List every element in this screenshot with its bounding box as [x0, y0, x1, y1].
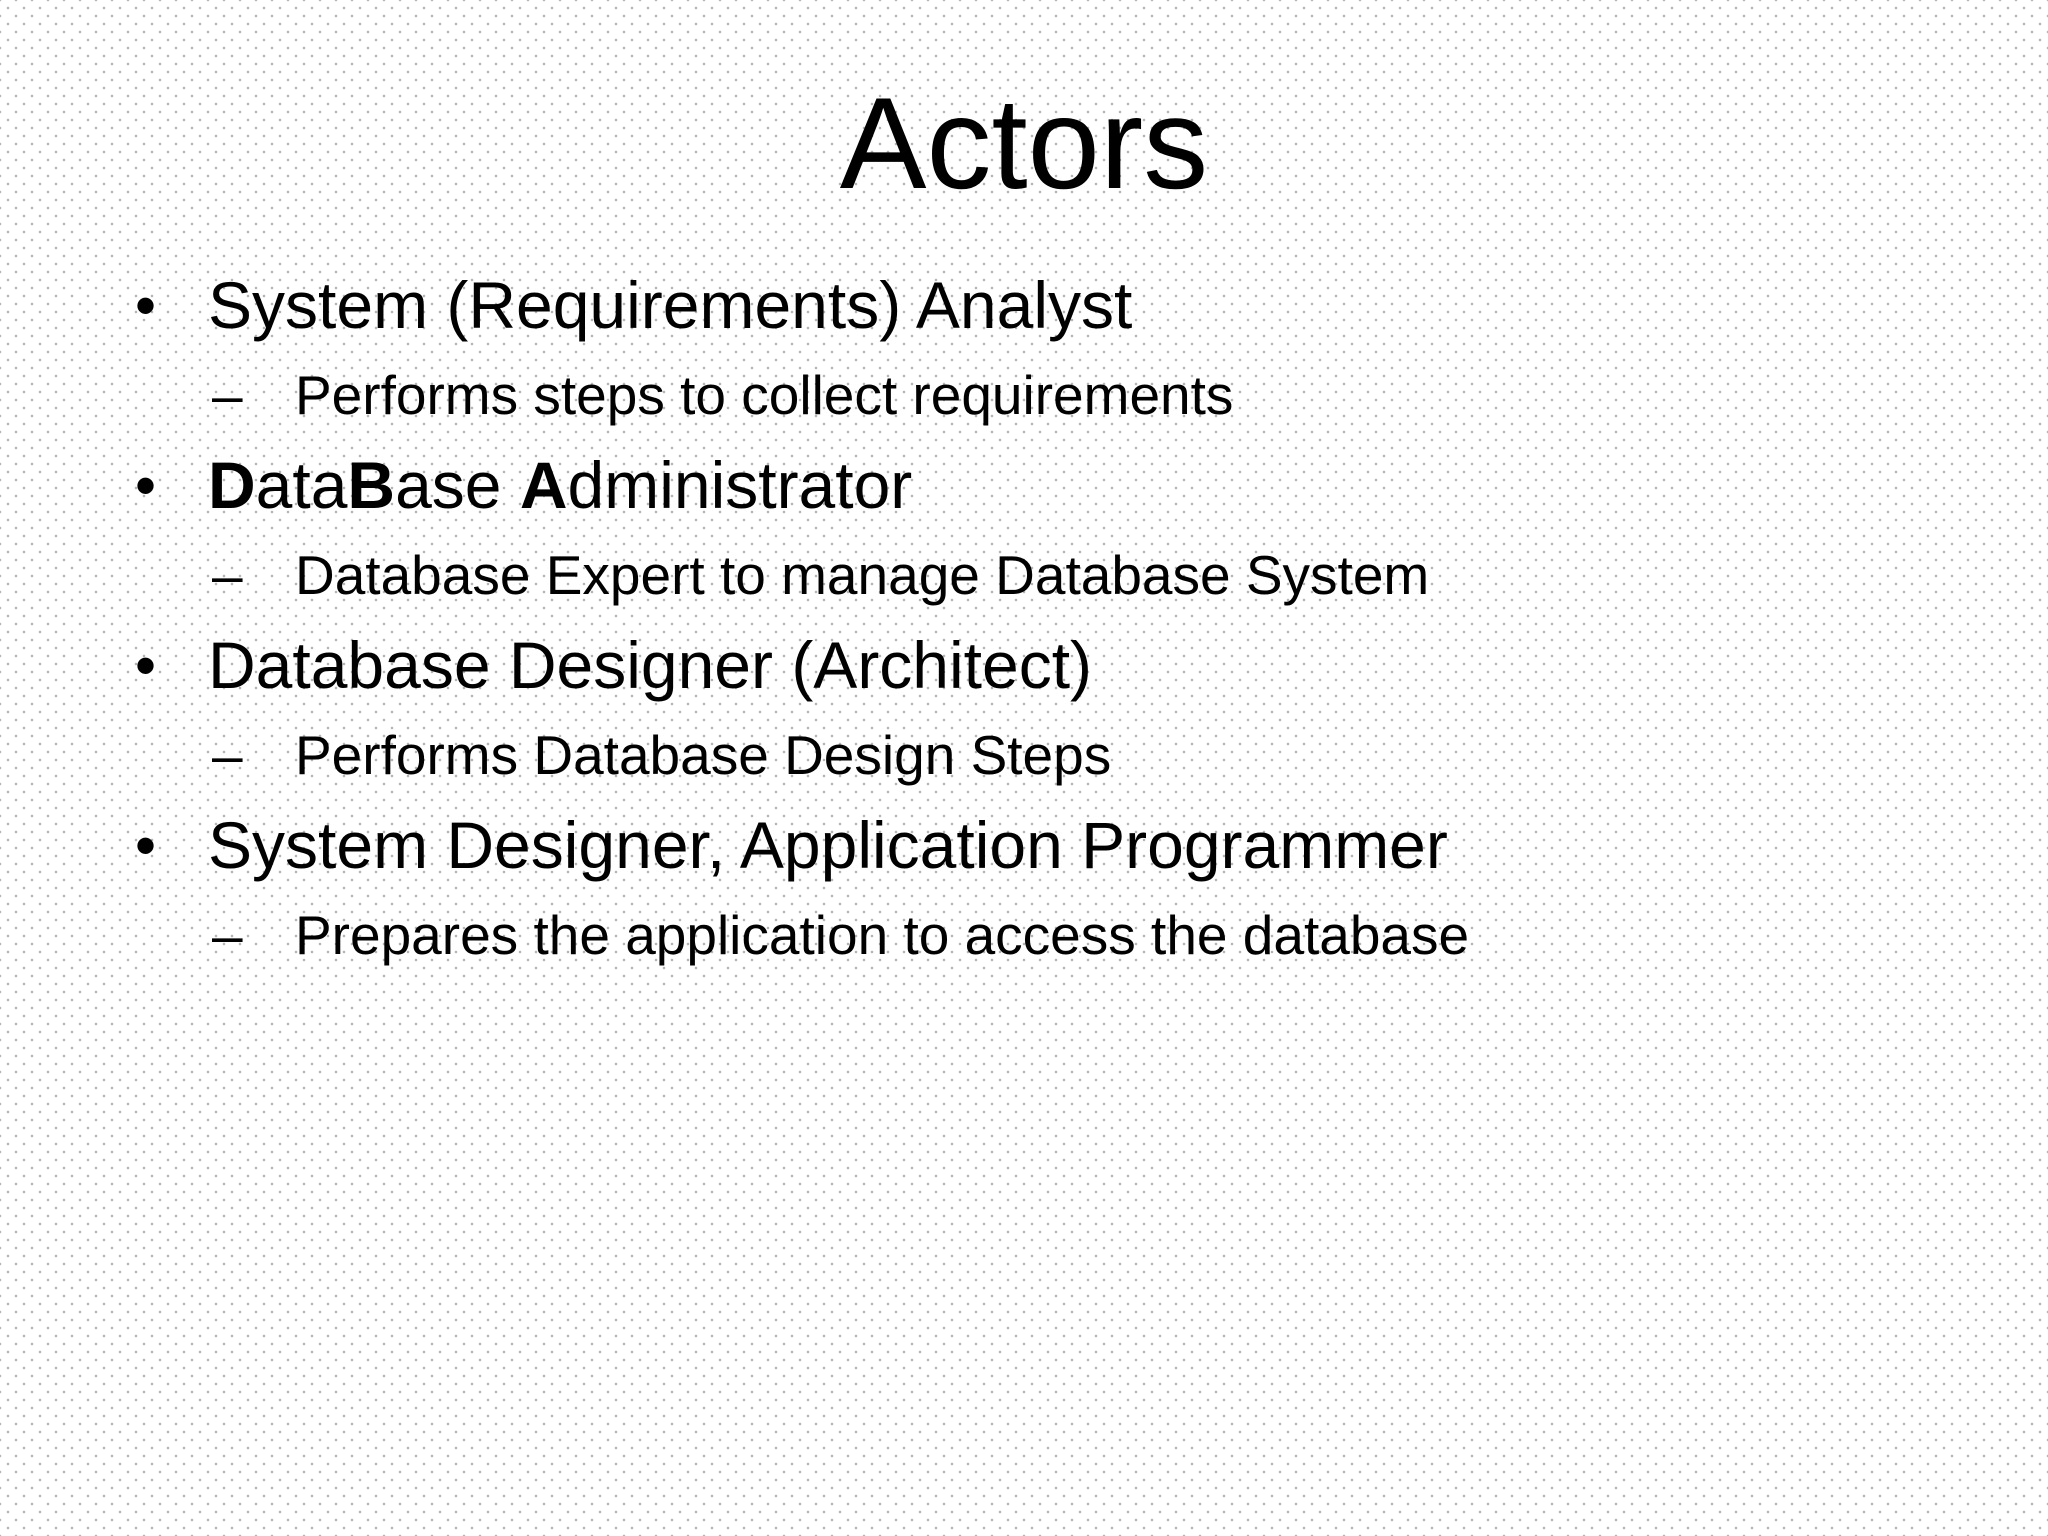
sub-text: Prepares the application to access the d… [295, 904, 1470, 966]
sub-text: Performs steps to collect requirements [295, 364, 1234, 426]
sub-text: Database Expert to manage Database Syste… [295, 544, 1430, 606]
bullet-main-line: • System (Requirements) Analyst [0, 259, 2008, 352]
bullet-item: • System Designer, Application Programme… [0, 799, 2008, 979]
bullet-sub-line: – Performs Database Design Steps [0, 712, 2008, 799]
bullet-main-line: • DataBase Administrator [0, 439, 2008, 532]
bullet-sub-line: – Prepares the application to access the… [0, 892, 2008, 979]
bullet-marker: • [135, 272, 157, 339]
sub-text: Performs Database Design Steps [295, 724, 1112, 786]
bullet-text: Database Designer (Architect) [208, 628, 1093, 702]
bullet-text: System (Requirements) Analyst [208, 268, 1133, 342]
dash-marker: – [212, 364, 243, 426]
dash-marker: – [212, 904, 243, 966]
dash-marker: – [212, 724, 243, 786]
bullet-sub-line: – Performs steps to collect requirements [0, 352, 2008, 439]
page-title: Actors [839, 70, 1209, 216]
bullet-text: DataBase Administrator [208, 448, 913, 522]
bullet-main-line: • Database Designer (Architect) [0, 619, 2008, 712]
bullet-marker: • [135, 452, 157, 519]
bullet-sub-line: – Database Expert to manage Database Sys… [0, 532, 2008, 619]
bullet-marker: • [135, 812, 157, 879]
bullet-main-line: • System Designer, Application Programme… [0, 799, 2008, 892]
bullet-marker: • [135, 632, 157, 699]
bullet-item: • DataBase Administrator – Database Expe… [0, 439, 2008, 619]
bullet-text: System Designer, Application Programmer [208, 808, 1448, 882]
dash-marker: – [212, 544, 243, 606]
bullet-item: • Database Designer (Architect) – Perfor… [0, 619, 2008, 799]
bullet-list: • System (Requirements) Analyst – Perfor… [0, 259, 2008, 979]
bullet-item: • System (Requirements) Analyst – Perfor… [0, 259, 2008, 439]
slide-body: • System (Requirements) Analyst – Perfor… [0, 259, 2008, 979]
